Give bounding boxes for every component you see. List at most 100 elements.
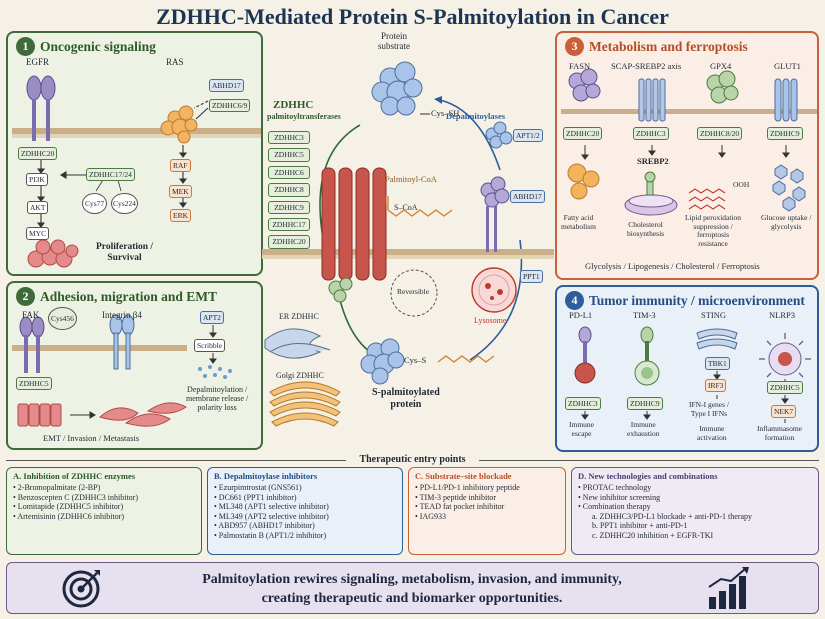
cys224-site: Cys224: [111, 193, 138, 215]
scap-label: SCAP-SREBP2 axis: [611, 61, 682, 71]
zdhhc3-box: ZDHHC3: [565, 397, 601, 411]
lysosome-label: Lysosome: [474, 316, 507, 325]
erk-box: ERK: [170, 209, 191, 223]
immunity-illustration: [574, 326, 811, 423]
egfr-label: EGFR: [26, 57, 50, 67]
card-list: • Ezurpimtrostat (GNS561)• DC661 (PPT1 i…: [214, 483, 396, 541]
protein-substrate-icon: [371, 61, 423, 116]
immune-activation-label: Immune activation: [697, 424, 727, 442]
pi3k-box: PI3K: [26, 173, 48, 187]
therapy-item: • Lomitapide (ZDHHC5 inhibitor): [13, 502, 124, 512]
cys-s-label: Cys–S: [404, 355, 427, 365]
ppt1-box: PPT1: [520, 270, 543, 284]
s-coa-label: S–CoA: [394, 203, 418, 212]
card-new-technologies: D. New technologies and combinations • P…: [571, 467, 819, 555]
zdhhc6-9-box: ZDHHC6/9: [209, 99, 251, 113]
glucose-molecules-icon: [772, 164, 806, 212]
emt-invasion-label: EMT / Invasion / Metastasis: [43, 433, 140, 443]
cys77-site: Cys77: [82, 193, 108, 215]
membrane: [12, 128, 261, 134]
glut1-transporter-icon: [774, 78, 798, 122]
therapy-item: • ABD957 (ABHD17 inhibitor): [214, 521, 315, 531]
zdhhc-enzyme-item: ZDHHC9: [268, 200, 310, 214]
cholesterol-membrane-icon: [624, 194, 678, 216]
immune-exhaustion-label: Immune exhaustion: [627, 420, 660, 438]
tumor-cell-cluster-icon: [27, 239, 79, 268]
inflammasome-label: Inflammasome formation: [757, 424, 802, 442]
integrin-receptor-icon: [109, 314, 135, 370]
panel-number: 4: [565, 291, 584, 310]
therapy-item: • 2-Bromopalmitate (2-BP): [13, 483, 101, 492]
scap-protein-icon: [638, 78, 666, 122]
therapy-item: • IAG933: [415, 511, 447, 521]
cys456-site: Cys456: [48, 307, 77, 331]
zdhhc9-box: ZDHHC9: [767, 127, 803, 141]
sting-organelle-icon: [696, 328, 738, 350]
zdhhc17-24-box: ZDHHC17/24: [86, 168, 135, 182]
zdhhc-enzyme-item: ZDHHC3: [268, 131, 310, 145]
zdhhc-subtitle: palmitoyltransferases: [267, 112, 341, 121]
center-cycle-illustration: [262, 61, 554, 427]
zdhhc9-box: ZDHHC9: [627, 397, 663, 411]
fak-label: FAK: [22, 310, 40, 320]
panel-title: Adhesion, migration and EMT: [40, 288, 218, 304]
fatty-acid-label: Fatty acid metabolism: [561, 213, 596, 231]
raf-box: RAF: [170, 159, 191, 173]
panel-title: Tumor immunity / microenvironment: [589, 292, 805, 308]
reversible-circle: [390, 269, 438, 317]
conclusion-line-2: creating therapeutic and biomarker oppor…: [261, 590, 563, 606]
s-palmitoylated-protein-icon: [360, 338, 405, 385]
card-title: B. Depalmitoylase inhibitors: [214, 471, 318, 481]
metabolism-illustration: [561, 68, 817, 216]
therapy-item: • DC661 (PPT1 inhibitor): [214, 492, 297, 502]
adhesion-illustration: [12, 314, 232, 427]
zdhhc3-box: ZDHHC3: [633, 127, 669, 141]
card-zdhhc-inhibition: A. Inhibition of ZDHHC enzymes • 2-Bromo…: [6, 467, 202, 555]
epithelial-cells-icon: [17, 403, 62, 427]
therapy-item: • ML349 (APT2 selective inhibitor): [214, 511, 329, 521]
tim3-receptor-icon: [634, 326, 660, 386]
nek7-box: NEK7: [771, 405, 797, 419]
lysosome-icon: [471, 267, 517, 313]
pdl1-receptor-icon: [574, 326, 596, 384]
panel-title: Oncogenic signaling: [40, 38, 156, 54]
proliferation-survival-label: Proliferation / Survival: [96, 242, 154, 263]
palmitoylated-substrate-icon: [328, 277, 353, 303]
therapy-item: • New inhibitor screening: [578, 492, 661, 502]
zdhhc20-box: ZDHHC20: [18, 147, 58, 161]
ooh-label: OOH: [733, 180, 750, 189]
pdl1-label: PD-L1: [569, 310, 593, 320]
therapy-item: • Artemisinin (ZDHHC6 inhibitor): [13, 511, 125, 521]
golgi-zdhhc-label: Golgi ZDHHC: [276, 371, 324, 380]
tim3-label: TIM-3: [633, 310, 656, 320]
srebp2-label: SREBP2: [637, 156, 669, 166]
myc-box: MYC: [26, 227, 50, 241]
cys-sh-label: Cys–SH: [431, 108, 460, 118]
therapy-item: c. ZDHHC20 inhibition + EGFR-TKI: [592, 530, 714, 540]
zdhhc-enzyme-item: ZDHHC8: [268, 183, 310, 197]
lipid-peroxidation-label: Lipid peroxidation suppression / ferropt…: [685, 213, 742, 248]
therapy-item: • PD-L1/PD-1 inhibitory peptide: [415, 483, 520, 492]
mek-box: MEK: [169, 185, 192, 199]
page-title: ZDHHC-Mediated Protein S-Palmitoylation …: [156, 4, 669, 29]
scribble-box: Scribble: [194, 339, 225, 353]
therapy-item: • Ezurpimtrostat (GNS561): [214, 483, 302, 492]
abhd17-enzyme-icon: [480, 176, 510, 208]
apt1-2-box: APT1/2: [513, 129, 543, 143]
therapeutic-header: Therapeutic entry points: [6, 454, 819, 466]
therapy-item: • Combination therapy: [578, 502, 651, 512]
cholesterol-label: Cholesterol biosynthesis: [627, 220, 665, 238]
panel-number: 1: [16, 37, 35, 56]
membrane-inner: [12, 134, 261, 138]
therapeutic-title: Therapeutic entry points: [359, 454, 466, 465]
conclusion-banner: Palmitoylation rewires signaling, metabo…: [6, 562, 819, 614]
abhd17-center-box: ABHD17: [510, 190, 545, 204]
apt2-box: APT2: [200, 311, 224, 325]
panel-adhesion-migration-emt: 2 Adhesion, migration and EMT: [6, 281, 263, 450]
zdhhc8-20-box: ZDHHC8/20: [697, 127, 743, 141]
nlrp3-inflammasome-icon: [759, 333, 811, 385]
zdhhc5-box: ZDHHC5: [16, 377, 52, 391]
card-list: • 2-Bromopalmitate (2-BP)• Benzoscepten …: [13, 483, 195, 521]
card-title: A. Inhibition of ZDHHC enzymes: [13, 471, 136, 481]
